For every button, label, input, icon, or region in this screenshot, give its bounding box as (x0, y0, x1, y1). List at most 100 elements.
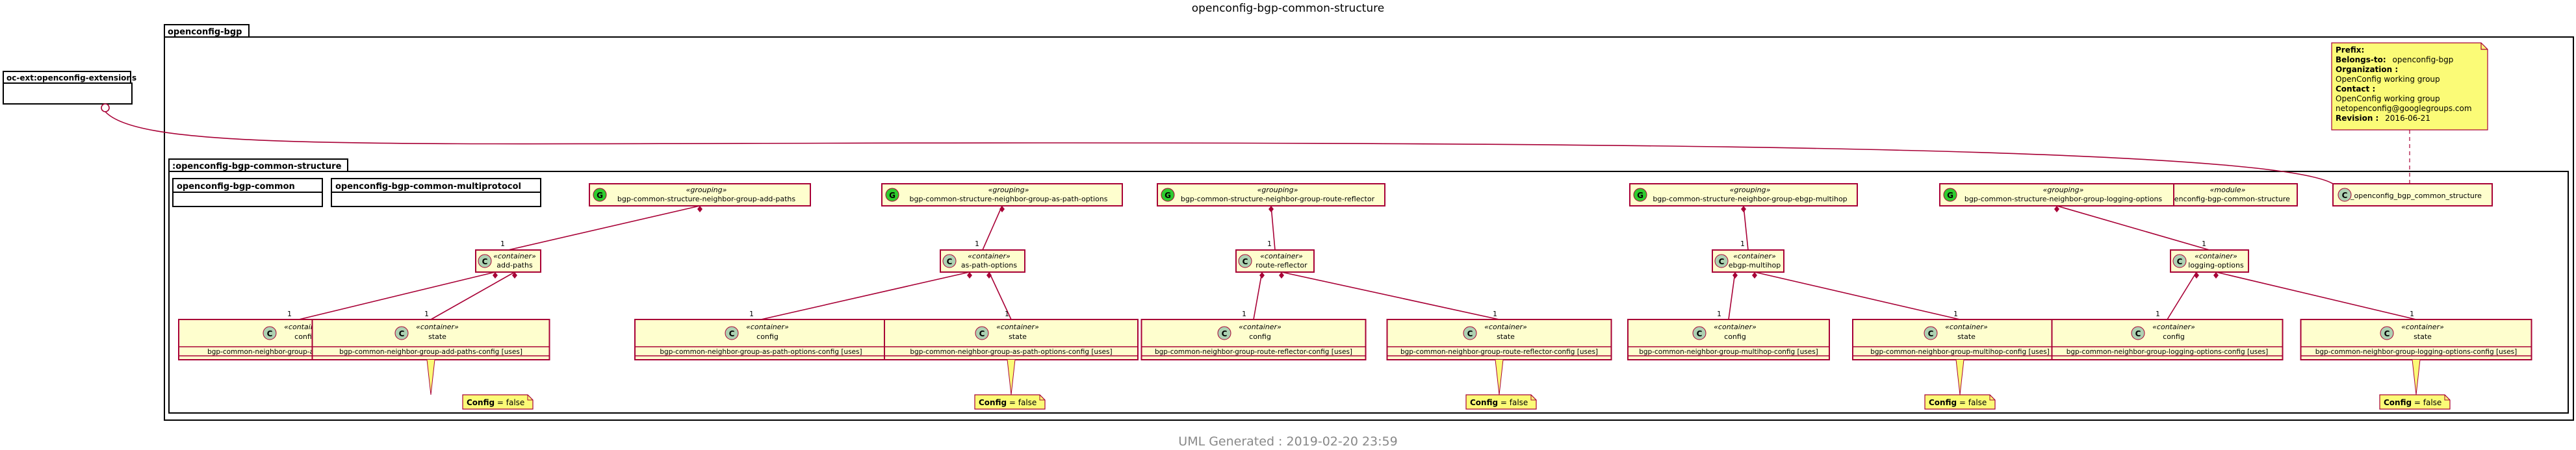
composition-diamond (2194, 272, 2199, 279)
config-container-class: C«container»configbgp-common-neighbor-gr… (1627, 319, 1830, 360)
multiplicity-label: 1 (1267, 240, 1272, 248)
container-circle-icon (942, 254, 957, 268)
container-circle-icon (394, 326, 409, 340)
import-circle (101, 103, 110, 112)
composition-diamond (999, 206, 1005, 212)
note-config-label: Config (1470, 398, 1498, 407)
container-class: C«container»logging-options (2170, 249, 2249, 273)
note-config-label: Config (1929, 398, 1957, 407)
grouping-class: G«grouping»bgp-common-structure-neighbor… (1157, 183, 1385, 206)
container-stereotype: «container» (968, 252, 1011, 260)
container-circle-icon (1714, 254, 1729, 268)
container-circle-letter: C (729, 329, 735, 338)
composition-edge (1270, 205, 1276, 251)
container-circle-letter: C (267, 329, 273, 338)
state-stereotype: «container» (416, 323, 459, 331)
state-uses: bgp-common-neighbor-group-logging-option… (2315, 348, 2518, 356)
diagram-title: openconfig-bgp-common-structure (1192, 2, 1384, 15)
config-name: config (294, 332, 316, 341)
composition-diamond (1741, 206, 1746, 212)
package-oc-ext: oc-ext:openconfig-extensions (3, 71, 136, 105)
note-contact-label: Contact : (2336, 84, 2375, 94)
composition-diamond (512, 272, 517, 279)
package-common-structure: :openconfig-bgp-common-structure (168, 158, 2569, 414)
container-circle-letter: C (979, 329, 985, 338)
structure-class: C _openconfig_bgp_common_structure (2332, 183, 2493, 206)
state-name: state (428, 332, 446, 341)
module-stereotype: «module» (2210, 186, 2246, 194)
grouping-columns: G «grouping» bgp-common-structure-neighbor… (178, 183, 2532, 410)
multiplicity-label: 1 (1493, 310, 1497, 318)
composition-edge (430, 271, 515, 320)
config-false-note: Config = false (2379, 359, 2451, 410)
grouping-circle-letter: G (1165, 191, 1171, 200)
import-edge (105, 111, 2334, 184)
config-name: config (2163, 332, 2185, 341)
package-outer-label: openconfig-bgp (168, 27, 242, 37)
note-org-value: OpenConfig working group (2336, 75, 2440, 84)
note-config-value: = false (1498, 398, 1528, 407)
composition-edge (298, 271, 496, 320)
module-note: Prefix: Belongs-to: openconfig-bgp Organ… (2331, 42, 2488, 131)
note-belongs-value: openconfig-bgp (2393, 55, 2454, 64)
container-circle-letter: C (1928, 329, 1934, 338)
state-name: state (2414, 332, 2432, 341)
grouping-circle-letter: G (1637, 191, 1643, 200)
container-circle-letter: C (2384, 329, 2390, 338)
container-circle-letter: C (482, 257, 488, 266)
svg-text:Prefix:: Prefix: (2336, 45, 2364, 55)
footer-timestamp: UML Generated : 2019-02-20 23:59 (1178, 434, 1397, 449)
composition-diamond (2054, 206, 2059, 212)
grouping-class: G«grouping»bgp-common-structure-neighbor… (589, 183, 811, 206)
state-container-class: C «container»state bgp-common-neighbor-gro… (2300, 319, 2532, 360)
package-bgp-multiprotocol: openconfig-bgp-common-multiprotocol (331, 178, 541, 207)
grouping-stereotype: «grouping» (686, 186, 727, 194)
package-bgp-common: openconfig-bgp-common (172, 178, 323, 207)
multiplicity-label: 1 (1005, 310, 1009, 318)
config-name: config (1724, 332, 1746, 341)
note-prefix-label: Prefix: (2336, 45, 2364, 55)
config-container-class: C«container»configbgp-common-neighbor-gr… (634, 319, 888, 360)
state-uses: bgp-common-neighbor-group-multihop-confi… (1870, 348, 2050, 356)
composition-edge (1253, 271, 1263, 320)
composition-edge (2215, 271, 2417, 320)
config-uses: bgp-common-neighbor-group-route-reflecto… (1155, 348, 1352, 356)
composition-edge (2167, 271, 2197, 320)
grouping-column: G«grouping»bgp-common-structure-neighbor… (1939, 183, 2532, 410)
container-circle-icon (975, 326, 989, 340)
multiplicity-label: 1 (1242, 310, 1246, 318)
grouping-class: G«grouping»bgp-common-structure-neighbor… (881, 183, 1123, 206)
container-name: ebgp-multihop (1729, 261, 1781, 269)
config-false-note: Config = false (974, 359, 1046, 410)
config-container-class: C«container»configbgp-common-neighbor-gr… (1140, 319, 1367, 360)
grouping-circle-icon (593, 188, 607, 202)
container-stereotype: «container» (2195, 252, 2237, 260)
grouping-circle-icon (885, 188, 899, 202)
composition-edge (760, 271, 970, 320)
state-name: state (1009, 332, 1027, 341)
config-stereotype: «container» (1714, 323, 1757, 331)
multiplicity-label: 1 (1717, 310, 1721, 318)
multiplicity-label: 1 (500, 240, 505, 248)
svg-text:Revision : 2016-06-21: Revision : 2016-06-21 (2336, 114, 2430, 123)
grouping-circle-letter: G (889, 191, 895, 200)
grouping-name: bgp-common-structure-neighbor-group-rout… (1181, 195, 1375, 203)
state-uses: bgp-common-neighbor-group-add-paths-conf… (339, 348, 522, 356)
composition-edge (1281, 271, 1500, 320)
grouping-circle-letter: G (1947, 191, 1953, 200)
svg-text:Belongs-to: openconfig-b: Belongs-to: openconfig-bgp (2336, 55, 2453, 64)
note-config-value: = false (1007, 398, 1037, 407)
container-circle-icon (478, 254, 492, 268)
config-uses: bgp-common-neighbor-group-logging-option… (2067, 348, 2269, 356)
container-name: as-path-options (961, 261, 1017, 269)
grouping-circle-icon (1633, 188, 1647, 202)
grouping-column: G«grouping»bgp-common-structure-neighbor… (634, 183, 1139, 410)
state-stereotype: «container» (2401, 323, 2444, 331)
container-stereotype: «container» (1260, 252, 1303, 260)
note-config-value: = false (1957, 398, 1987, 407)
state-container-class: C«container»statebgp-common-neighbor-gro… (311, 319, 550, 360)
composition-diamond (1269, 206, 1274, 212)
container-circle-icon (2131, 326, 2145, 340)
container-circle-icon (1924, 326, 1938, 340)
